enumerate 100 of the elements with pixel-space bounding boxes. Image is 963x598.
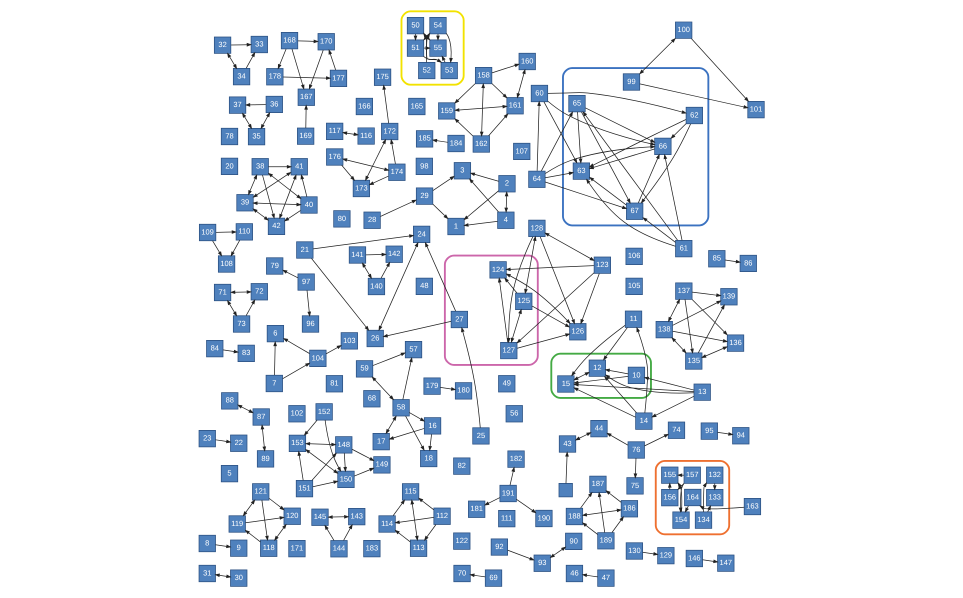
arrow [440, 387, 456, 391]
node-box: 166 [356, 98, 373, 116]
arrow [588, 176, 627, 206]
arrow [691, 38, 750, 102]
arrow [582, 574, 598, 578]
node-box: 120 [284, 508, 301, 525]
node-box: 180 [454, 382, 472, 400]
arrow [446, 32, 453, 64]
node-box: 187 [589, 476, 607, 493]
node-box: 186 [620, 500, 638, 518]
arrow [506, 236, 534, 344]
node-box: 174 [388, 164, 406, 181]
node-box: 142 [386, 246, 403, 263]
arrow [550, 546, 566, 558]
arrow [365, 138, 386, 182]
node-box: 160 [518, 52, 536, 70]
node-box: 128 [528, 220, 546, 238]
arrow [372, 376, 394, 400]
arrow [227, 300, 238, 317]
node-box: 155 [661, 466, 678, 484]
node-box: 90 [565, 532, 582, 550]
node-box: 145 [311, 508, 329, 526]
arrow [245, 516, 285, 524]
arrow [516, 68, 526, 98]
arrow [540, 111, 574, 172]
node-box: 83 [238, 344, 255, 362]
arrow [432, 176, 455, 191]
arrow [227, 52, 238, 70]
arrow [246, 52, 256, 69]
arrow [454, 118, 474, 136]
arrow [532, 306, 570, 328]
node-box: 107 [513, 142, 530, 160]
node-box: 159 [438, 102, 456, 120]
node-box: 113 [410, 540, 428, 557]
arrow [215, 439, 232, 444]
node-box: 33 [250, 36, 268, 54]
node-box: 172 [381, 122, 398, 140]
node-box: 100 [675, 22, 692, 39]
node-box: 147 [717, 554, 734, 572]
node-box: 116 [358, 127, 375, 145]
node-box: 189 [597, 532, 615, 550]
arrow [510, 308, 522, 344]
arrow [312, 234, 414, 250]
node-box: 140 [368, 278, 386, 296]
arrow [262, 500, 269, 542]
arrow [405, 416, 425, 451]
node-box: 69 [484, 570, 502, 587]
arrow [392, 499, 406, 516]
node-box: 8 [198, 534, 216, 552]
node-box: 101 [747, 101, 765, 118]
arrow [304, 420, 318, 436]
node-box: 156 [661, 489, 678, 506]
node-box: 87 [252, 408, 270, 426]
node-box: 123 [594, 256, 611, 274]
arrow [216, 230, 237, 234]
arrow [507, 550, 535, 560]
arrow [341, 164, 356, 182]
node-box: 10 [628, 366, 646, 384]
node-box: 175 [374, 68, 392, 86]
arrow [324, 420, 342, 472]
node-box: 171 [288, 540, 306, 558]
arrow [282, 338, 310, 354]
arrow [442, 55, 446, 63]
arrow [717, 432, 734, 436]
arrow [304, 104, 308, 128]
arrow [548, 100, 656, 146]
node-box: 96 [302, 315, 320, 333]
node-box: 152 [316, 403, 333, 420]
arrow [248, 174, 258, 196]
arrow [252, 201, 302, 206]
arrow [282, 76, 332, 80]
node-box: 40 [300, 196, 318, 214]
node-box: 22 [230, 434, 248, 452]
node-box: 18 [420, 450, 438, 468]
arrow [580, 273, 600, 324]
node-box: 184 [447, 134, 465, 152]
node-box: 14 [635, 412, 652, 430]
node-box: 111 [498, 510, 516, 528]
arrow [354, 468, 375, 476]
node-box: 104 [309, 350, 326, 367]
arrow [492, 83, 508, 99]
arrow [545, 145, 656, 174]
arrow [402, 356, 413, 400]
arrow [382, 84, 389, 124]
arrow [577, 112, 582, 164]
node-box: 58 [392, 399, 410, 416]
arrow [504, 191, 508, 213]
arrow [724, 260, 742, 264]
node-box: 24 [413, 226, 430, 243]
node-box: 117 [326, 122, 344, 140]
arrow [237, 404, 254, 414]
node-box: 35 [248, 128, 266, 146]
node-box: 151 [296, 480, 314, 498]
arrow [212, 240, 222, 257]
node-box: 105 [626, 278, 643, 295]
arrow [343, 452, 347, 472]
arrow [700, 346, 728, 358]
arrow [516, 333, 571, 349]
arrow [639, 84, 749, 109]
arrow [328, 49, 336, 70]
